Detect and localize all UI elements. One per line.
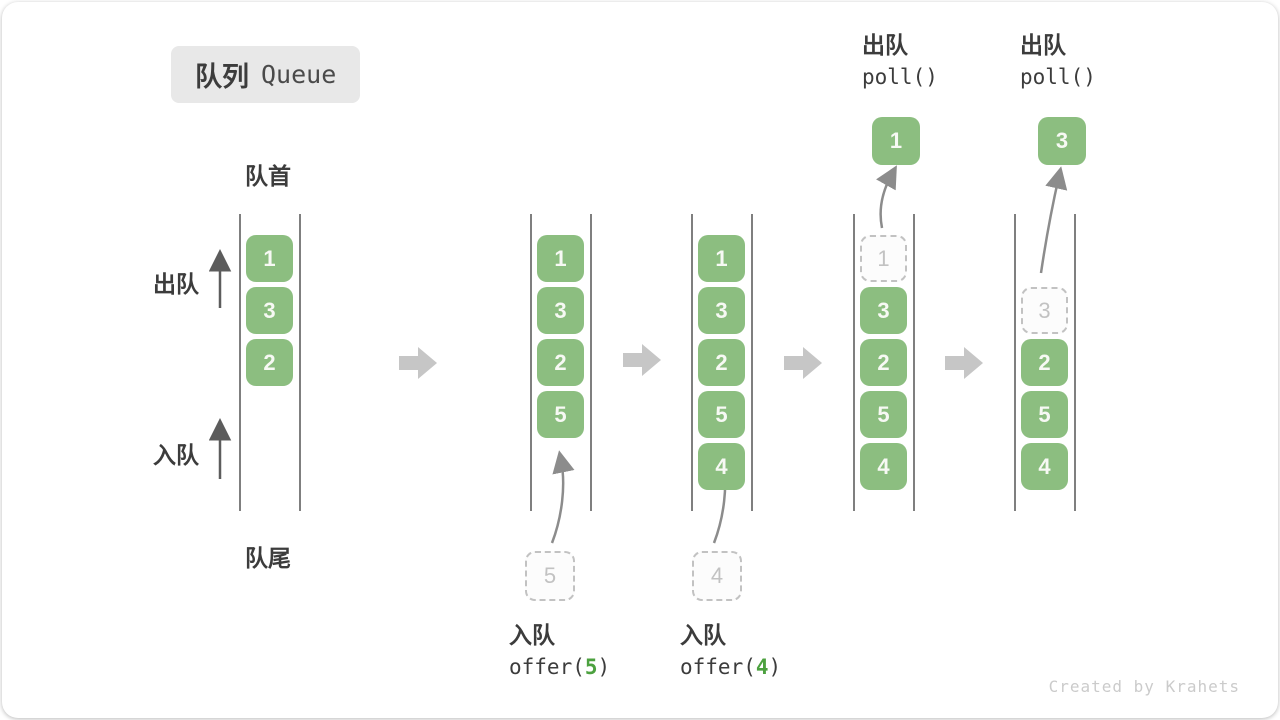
dequeue-caption-code: poll() xyxy=(862,65,938,89)
queue-state-4: 1 3 2 5 4 xyxy=(860,214,907,511)
queue-state-3: 1 3 2 5 4 xyxy=(698,214,745,511)
dequeue-value-box: 3 xyxy=(1038,117,1086,165)
dashed-removed-element-box: 1 xyxy=(860,235,907,282)
enqueue-caption-code: offer(5) xyxy=(509,655,611,679)
queue-state-1: 1 3 2 xyxy=(246,214,293,511)
enqueue-caption-label: 入队 xyxy=(509,622,555,648)
title-english: Queue xyxy=(261,60,337,89)
queue-element-box: 5 xyxy=(537,391,584,438)
queue-element-box: 2 xyxy=(537,339,584,386)
enqueue-operation-caption: 入队 offer(4) xyxy=(680,620,781,684)
queue-element-box: 3 xyxy=(537,287,584,334)
queue-element-box: 5 xyxy=(698,391,745,438)
queue-element-box: 3 xyxy=(698,287,745,334)
title-badge: 队列 Queue xyxy=(171,46,361,103)
queue-element-box: 2 xyxy=(246,339,293,386)
dequeue-operation-caption: 出队 poll() xyxy=(862,30,938,94)
dequeue-operation-caption: 出队 poll() xyxy=(1020,30,1096,94)
queue-rear-label: 队尾 xyxy=(245,545,291,571)
queue-element-box: 1 xyxy=(698,235,745,282)
queue-state-5: 3 2 5 4 xyxy=(1021,214,1068,511)
dequeue-caption-code: poll() xyxy=(1020,65,1096,89)
queue-element-box: 4 xyxy=(860,443,907,490)
dequeue-caption-label: 出队 xyxy=(862,32,908,58)
enqueue-caption-label: 入队 xyxy=(680,622,726,648)
enqueue-caption-code: offer(4) xyxy=(680,655,782,679)
title-chinese: 队列 xyxy=(195,62,249,92)
queue-element-box: 5 xyxy=(1021,391,1068,438)
dequeue-caption-label: 出队 xyxy=(1020,32,1066,58)
enqueue-side-label: 入队 xyxy=(153,442,199,468)
queue-element-box: 2 xyxy=(1021,339,1068,386)
dequeue-side-label: 出队 xyxy=(153,271,199,297)
queue-element-box: 3 xyxy=(246,287,293,334)
dequeue-value-box: 1 xyxy=(872,117,920,165)
queue-element-box: 1 xyxy=(537,235,584,282)
queue-channel-walls xyxy=(239,214,1076,511)
queue-element-box: 1 xyxy=(246,235,293,282)
enqueue-value-box: 4 xyxy=(692,551,742,601)
dashed-removed-element-box: 3 xyxy=(1021,287,1068,334)
watermark-credit: Created by Krahets xyxy=(1048,677,1240,696)
enqueue-value-box: 5 xyxy=(525,551,575,601)
queue-element-box: 2 xyxy=(860,339,907,386)
queue-element-box: 4 xyxy=(698,443,745,490)
enqueue-operation-caption: 入队 offer(5) xyxy=(509,620,610,684)
queue-element-box: 5 xyxy=(860,391,907,438)
queue-element-box: 4 xyxy=(1021,443,1068,490)
queue-element-box: 3 xyxy=(860,287,907,334)
queue-front-label: 队首 xyxy=(245,163,291,189)
queue-state-2: 1 3 2 5 xyxy=(537,214,584,511)
queue-element-box: 2 xyxy=(698,339,745,386)
